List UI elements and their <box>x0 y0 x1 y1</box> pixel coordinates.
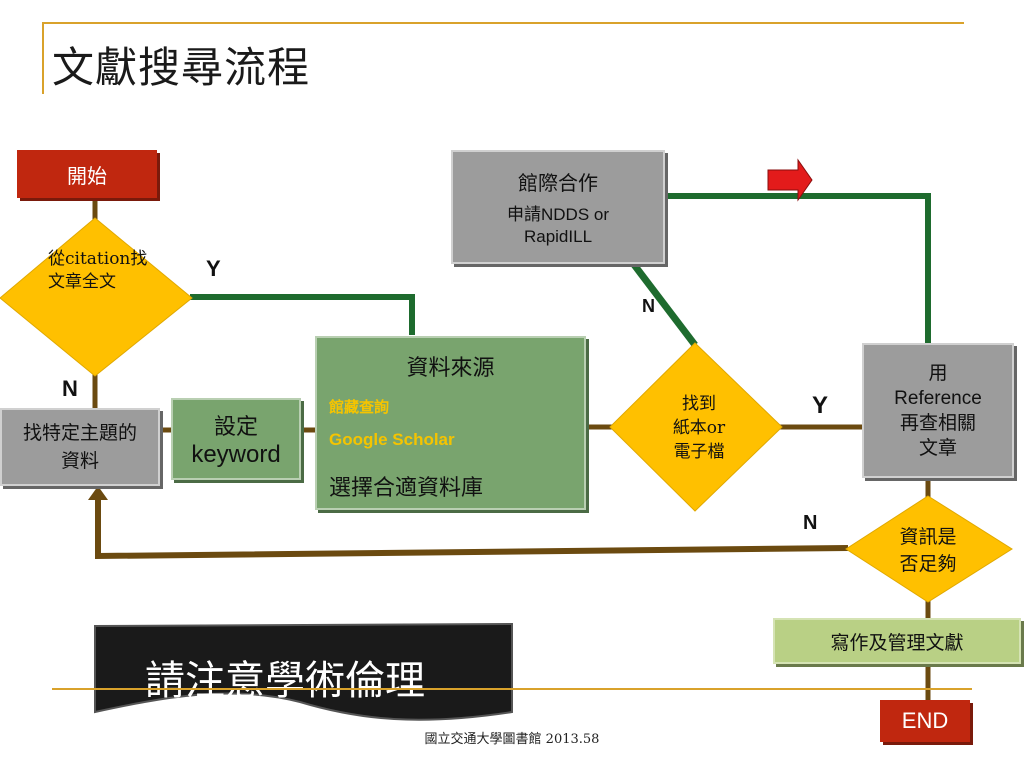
decision-found-line3: 電子檔 <box>673 442 725 462</box>
ethics-banner-shape <box>94 622 513 721</box>
edge-label-found-no: N <box>642 296 655 316</box>
connector-found-no <box>629 259 698 348</box>
footer-text: 國立交通大學圖書館 2013.58 <box>424 732 600 747</box>
decision-enough-line2: 否足夠 <box>899 553 957 575</box>
keyword-node: 設定 keyword <box>171 398 301 480</box>
sources-title: 資料來源 <box>406 356 495 381</box>
decision-enough-label: 資訊是 否足夠 <box>878 524 978 578</box>
end-node: END <box>880 700 970 742</box>
arrowhead-to-topic <box>88 486 108 500</box>
decision-citation-diamond <box>0 217 193 377</box>
reference-line4: 文章 <box>918 436 957 459</box>
reference-line3: 再查相關 <box>899 411 976 434</box>
interlibrary-title: 館際合作 <box>518 170 598 195</box>
ethics-banner-text: 請注意學術倫理 <box>145 658 425 704</box>
connector-interlibrary-to-reference <box>665 193 931 343</box>
topic-node: 找特定主題的資料 <box>0 408 160 486</box>
start-node: 開始 <box>17 150 157 198</box>
edge-label-enough-no: N <box>803 512 818 534</box>
decision-found-line1: 找到 <box>682 394 716 414</box>
connector-enough-no <box>95 492 849 560</box>
edge-label-citation-yes: Y <box>206 256 221 281</box>
keyword-line1: 設定 <box>213 415 258 440</box>
interlibrary-node: 館際合作 申請NDDS or RapidILL <box>451 150 665 264</box>
sources-item-google-scholar: Google Scholar <box>329 430 455 449</box>
decision-found-line2: 紙本or <box>672 418 726 438</box>
title-side-rule <box>42 22 44 94</box>
sources-node: 資料來源 館藏查詢 Google Scholar 選擇合適資料庫 <box>315 336 586 510</box>
edge-label-citation-no: N <box>62 376 78 401</box>
connector-citation-yes <box>190 294 415 335</box>
reference-line1: 用 <box>928 361 948 384</box>
decision-citation-label: 從citation找文章全文 <box>48 249 148 292</box>
keyword-line2: keyword <box>191 441 281 468</box>
reference-node: 用 Reference 再查相關 文章 <box>862 343 1014 478</box>
write-node: 寫作及管理文獻 <box>773 618 1021 664</box>
red-arrow-icon <box>767 158 813 202</box>
decision-enough-line1: 資訊是 <box>899 526 957 548</box>
footer-rule <box>52 688 972 690</box>
sources-item-database: 選擇合適資料庫 <box>329 476 484 501</box>
reference-line2: Reference <box>894 387 982 409</box>
title-top-rule <box>42 22 964 24</box>
sources-item-catalog: 館藏查詢 <box>329 398 390 416</box>
decision-found-label: 找到 紙本or 電子檔 <box>650 392 748 464</box>
topic-label: 找特定主題的資料 <box>22 422 137 472</box>
interlibrary-sub-line2: RapidILL <box>523 226 593 246</box>
edge-label-found-yes: Y <box>812 392 829 419</box>
interlibrary-sub-line1: 申請NDDS or <box>506 204 609 224</box>
decision-enough-diamond <box>845 495 1013 603</box>
page-title: 文獻搜尋流程 <box>52 43 311 92</box>
decision-found-diamond <box>609 342 783 512</box>
